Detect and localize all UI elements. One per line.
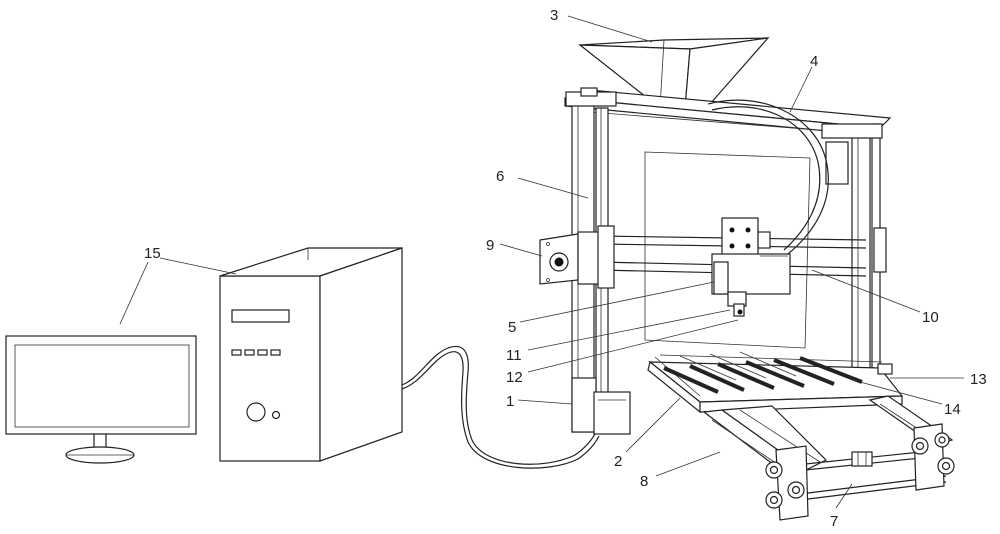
callout-13: 13 xyxy=(970,371,987,388)
callout-14: 14 xyxy=(944,401,961,418)
callout-3: 3 xyxy=(550,7,558,24)
callout-6: 6 xyxy=(496,168,504,185)
monitor xyxy=(5,335,197,464)
callout-4: 4 xyxy=(810,53,818,70)
print-head xyxy=(711,217,791,317)
callout-7: 7 xyxy=(830,513,838,530)
callout-11: 11 xyxy=(506,347,522,364)
callout-10: 10 xyxy=(922,309,939,326)
computer-tower xyxy=(219,247,403,462)
print-bed xyxy=(647,351,904,414)
callout-12: 12 xyxy=(506,369,523,386)
callout-5: 5 xyxy=(508,319,516,336)
base-rails xyxy=(702,395,955,521)
x-motor xyxy=(539,225,615,289)
callout-8: 8 xyxy=(640,473,648,490)
leader-lines xyxy=(119,15,964,509)
right-column xyxy=(821,123,887,379)
data-cable xyxy=(401,345,600,469)
callout-9: 9 xyxy=(486,237,494,254)
back-panel xyxy=(644,151,811,349)
callout-15: 15 xyxy=(144,245,161,262)
callout-2: 2 xyxy=(614,453,622,470)
callout-1: 1 xyxy=(506,393,514,410)
feed-tube xyxy=(707,99,829,255)
callout-labels: 3 4 6 9 10 5 11 12 1 2 13 14 8 7 15 xyxy=(144,7,987,530)
